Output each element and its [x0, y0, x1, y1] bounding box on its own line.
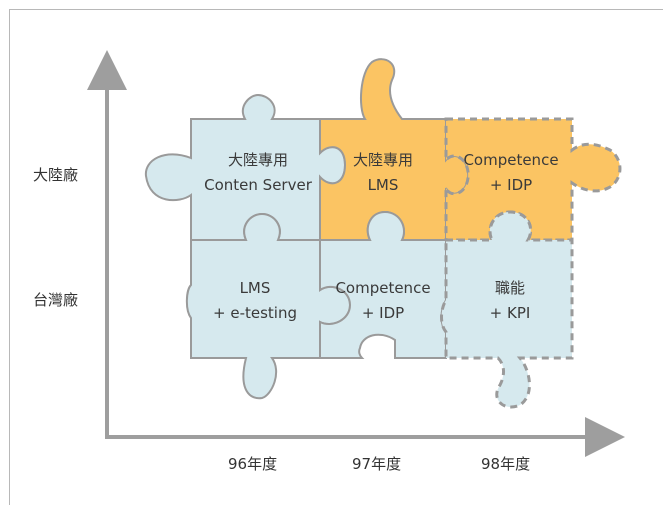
piece-label-lms-mainland-line2: LMS — [368, 176, 399, 194]
puzzle-piece-competence-bottom — [319, 210, 447, 359]
piece-label-competence-bottom-line1: Competence — [335, 279, 430, 297]
y-label-taiwan: 台灣廠 — [33, 291, 78, 309]
piece-label-content-server-line2: Conten Server — [204, 176, 313, 194]
x-label-97: 97年度 — [352, 455, 401, 473]
piece-label-lms-etesting-line2: + e-testing — [213, 304, 297, 322]
puzzle-piece-kpi — [440, 210, 574, 409]
piece-label-kpi-line2: + KPI — [490, 304, 531, 322]
x-label-98: 98年度 — [481, 455, 530, 473]
piece-label-competence-top-line2: + IDP — [490, 176, 532, 194]
piece-label-lms-mainland-line1: 大陸專用 — [353, 151, 413, 169]
piece-label-competence-bottom-line2: + IDP — [362, 304, 404, 322]
puzzle-piece-competence-top — [444, 117, 622, 242]
piece-label-competence-top-line1: Competence — [463, 151, 558, 169]
puzzle-piece-lms-mainland — [319, 58, 470, 241]
piece-label-kpi-line1: 職能 — [495, 279, 525, 297]
y-label-mainland: 大陸廠 — [33, 166, 78, 184]
piece-label-lms-etesting-line1: LMS — [240, 279, 271, 297]
frame-border — [9, 9, 663, 505]
x-label-96: 96年度 — [228, 455, 277, 473]
piece-label-content-server-line1: 大陸專用 — [228, 151, 288, 169]
